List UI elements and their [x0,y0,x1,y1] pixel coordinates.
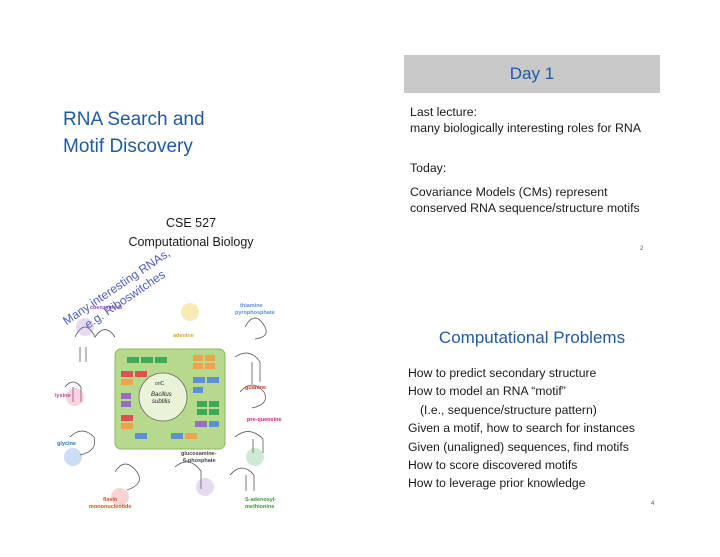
bacillus-label: Bacillus [151,392,172,398]
sadenosyl-label: S-adenosyl- [245,497,276,503]
coenzyme-label: coenzyme B [90,305,122,311]
slide2-page-number: 2 [640,246,644,252]
glucosamine-label: glucosamine- [181,451,217,457]
slide4-title: Computational Problems [438,328,626,347]
methionine-label: methionine [245,504,274,510]
problems-list: How to predict secondary structure How t… [408,364,668,493]
subtilis-label: subtilis [152,399,170,405]
prequeosine-label: pre-queosine [247,417,282,423]
guanine-label: guanine [245,385,266,391]
rna-structures [64,317,267,491]
oric-label: oriC [155,381,165,387]
list-item: How to leverage prior knowledge [408,476,586,491]
flavin-label: flavin [103,497,118,503]
today-line2: conserved RNA sequence/structure motifs [410,201,640,215]
slide2-title-band [404,55,660,93]
thiamine-label: thiamine [240,303,263,309]
list-item: How to predict secondary structure [408,366,597,380]
glycine-label: glycine [57,441,76,447]
slide2-title: Day 1 [509,64,555,83]
list-item: How to score discovered motifs [408,458,578,473]
pyrophosphate-label: pyrophosphate [235,310,275,316]
slide4-page-number: 4 [651,501,655,507]
slide1-title: RNA Search and Motif Discovery [63,106,263,160]
list-item: (I.e., sequence/structure pattern) [420,402,597,417]
slide1-title-line2: Motif Discovery [63,136,193,157]
slide1-title-line1: RNA Search and [63,109,205,130]
ligand-highlights [64,303,264,506]
riboswitch-figure: oriC Bacillus subtilis [55,297,286,511]
last-lecture-label: Last lecture: [410,105,477,119]
course-number: CSE 527 [165,216,217,230]
course-name: Computational Biology [128,235,254,249]
mononucleotide-label: mononucleotide [89,504,131,510]
today-line1: Covariance Models (CMs) represent [410,185,608,199]
gene-boxes [121,355,219,439]
genome-circle [138,372,188,422]
list-item: How to model an RNA “motif” [408,384,566,399]
slide1-course-info: CSE 527 Computational Biology [96,214,286,252]
adenine-label: adenine [173,333,194,339]
phosphate-label: 6-phosphate [183,458,216,464]
slide2-body: Last lecture: many biologically interest… [410,104,660,216]
list-item: Given a motif, how to search for instanc… [408,421,635,436]
lysine-label: lysine [55,393,71,399]
last-lecture-text: many biologically interesting roles for … [410,121,642,135]
today-label: Today: [410,161,447,175]
list-item: Given (unaligned) sequences, find motifs [408,439,629,454]
